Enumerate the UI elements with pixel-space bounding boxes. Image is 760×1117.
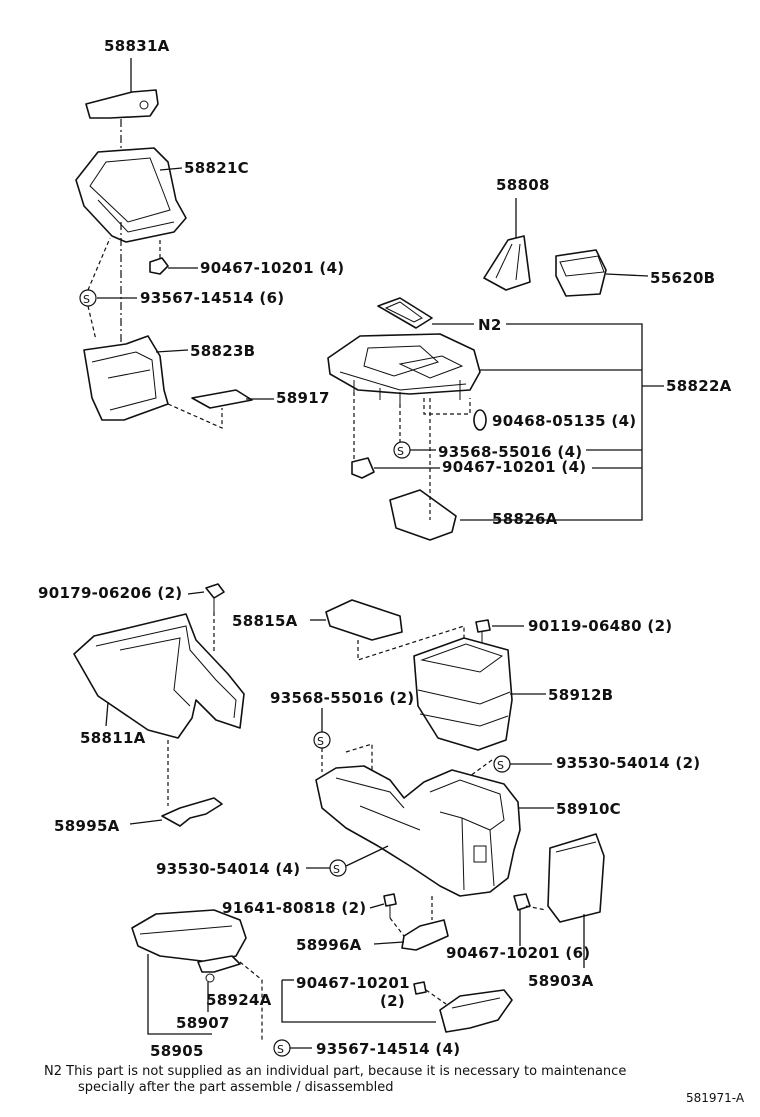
svg-text:S: S	[277, 1043, 284, 1056]
label-90179-06206-2: 90179-06206 (2)	[38, 584, 182, 602]
label-58917: 58917	[276, 389, 330, 407]
label-58995A: 58995A	[54, 817, 120, 835]
screw-symbol-icon: S	[313, 731, 331, 749]
bolt-icon	[205, 583, 225, 612]
clip-icon	[149, 257, 169, 275]
label-58821C: 58821C	[184, 159, 249, 177]
part-58826A	[389, 489, 457, 541]
label-58907: 58907	[176, 1014, 230, 1032]
part-58822A	[327, 333, 481, 404]
label-58831A: 58831A	[104, 37, 170, 55]
label-93567-14514-6: 93567-14514 (6)	[140, 289, 284, 307]
footnote-line-1: N2 This part is not supplied as an indiv…	[44, 1064, 626, 1079]
label-90467-10201-4-top: 90467-10201 (4)	[200, 259, 344, 277]
screw-symbol-icon: S	[329, 859, 347, 877]
part-58815A	[325, 599, 403, 641]
part-58831A	[85, 89, 159, 119]
label-93530-54014-2: 93530-54014 (2)	[556, 754, 700, 772]
label-90468-05135-4: 90468-05135 (4)	[492, 412, 636, 430]
screw-symbol-icon: S	[79, 289, 97, 307]
label-58996A: 58996A	[296, 936, 362, 954]
part-58996A	[401, 919, 449, 951]
label-55620B: 55620B	[650, 269, 715, 287]
label-58912B: 58912B	[548, 686, 613, 704]
label-58815A: 58815A	[232, 612, 298, 630]
screw-symbol-icon: S	[493, 755, 511, 773]
part-58821C	[75, 147, 187, 243]
part-58823B	[83, 335, 169, 421]
svg-text:S: S	[497, 759, 504, 772]
svg-text:S: S	[317, 735, 324, 748]
part-58907	[197, 955, 241, 983]
label-58808: 58808	[496, 176, 550, 194]
label-90467-10201-6: 90467-10201 (6)	[446, 944, 590, 962]
label-91641-80818-2: 91641-80818 (2)	[222, 899, 366, 917]
label-93530-54014-4: 93530-54014 (4)	[156, 860, 300, 878]
label-93567-14514-4: 93567-14514 (4)	[316, 1040, 460, 1058]
part-58903A	[547, 833, 605, 923]
part-58910C	[315, 765, 521, 897]
footnote-line-2: specially after the part assemble / disa…	[78, 1080, 394, 1095]
label-58811A: 58811A	[80, 729, 146, 747]
label-58905: 58905	[150, 1042, 204, 1060]
part-58905	[131, 909, 247, 963]
clip-icon	[351, 457, 375, 479]
svg-text:S: S	[397, 445, 404, 458]
screw-symbol-icon: S	[393, 441, 411, 459]
label-58823B: 58823B	[190, 342, 255, 360]
label-90467-10201-bottom-qty: (2)	[380, 992, 405, 1010]
label-58903A: 58903A	[528, 972, 594, 990]
part-n2-plate	[377, 297, 433, 329]
label-90119-06480-2: 90119-06480 (2)	[528, 617, 672, 635]
label-58910C: 58910C	[556, 800, 621, 818]
label-90467-10201-bottom: 90467-10201	[296, 974, 410, 992]
part-58995A	[161, 797, 223, 827]
part-58811A	[73, 613, 245, 739]
svg-text:S: S	[333, 863, 340, 876]
label-58924A: 58924A	[206, 991, 272, 1009]
clip-icon	[413, 981, 427, 995]
clip-icon	[513, 893, 531, 911]
label-90467-10201-4-mid: 90467-10201 (4)	[442, 458, 586, 476]
label-N2: N2	[478, 316, 502, 334]
label-93568-55016-2: 93568-55016 (2)	[270, 689, 414, 707]
bolt-icon	[383, 893, 397, 918]
clip-icon	[473, 409, 487, 431]
label-58826A: 58826A	[492, 510, 558, 528]
label-58822A: 58822A	[666, 377, 732, 395]
part-58808	[483, 235, 531, 291]
part-58924A	[439, 989, 513, 1033]
part-58912B	[413, 637, 513, 751]
figure-id: 581971-A	[686, 1091, 745, 1105]
part-55620B	[555, 249, 607, 297]
part-58917	[191, 389, 253, 409]
svg-text:S: S	[83, 293, 90, 306]
label-93568-55016-4: 93568-55016 (4)	[438, 443, 582, 461]
screw-symbol-icon: S	[273, 1039, 291, 1057]
